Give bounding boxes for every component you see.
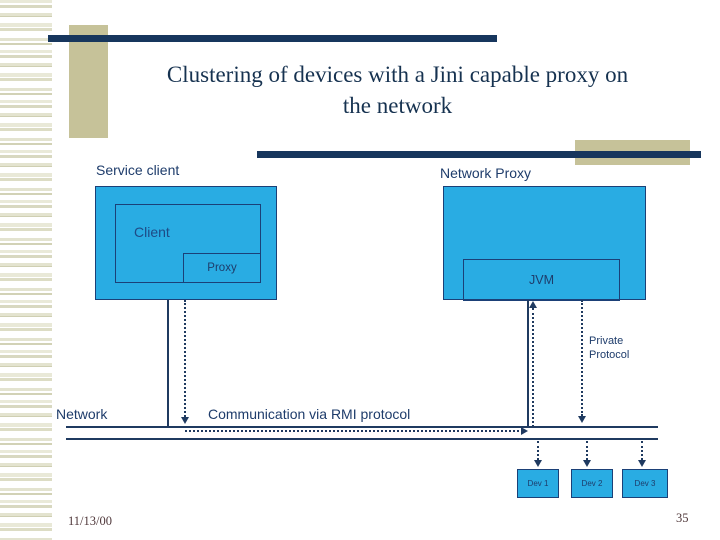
slide-title-line1: Clustering of devices with a Jini capabl… xyxy=(166,62,629,87)
title-tan-block xyxy=(69,25,108,138)
dev1-arrowhead xyxy=(534,460,542,467)
network-label: Network xyxy=(56,406,108,422)
dev3-box: Dev 3 xyxy=(622,469,668,498)
rmi-dotted-line xyxy=(185,430,523,432)
jvm-label: JVM xyxy=(529,273,554,287)
top-accent-bar xyxy=(48,35,497,42)
proxy-solid-connector xyxy=(527,300,529,427)
private-protocol-label: Private Protocol xyxy=(589,334,629,362)
dev2-box: Dev 2 xyxy=(571,469,613,498)
footer-date: 11/13/00 xyxy=(68,514,112,528)
client-label: Client xyxy=(134,224,170,240)
title-underline-bar xyxy=(257,151,701,158)
service-client-box: Client Proxy xyxy=(95,186,277,300)
service-client-label: Service client xyxy=(96,162,180,178)
dev3-dotted-connector xyxy=(641,441,643,460)
slide-title: Clustering of devices with a Jini capabl… xyxy=(85,59,710,121)
dev1-label: Dev 1 xyxy=(527,479,549,488)
network-bus-top-line xyxy=(66,426,658,428)
dev1-dotted-connector xyxy=(537,441,539,460)
private-protocol-connector xyxy=(581,300,583,416)
dev3-arrowhead xyxy=(638,460,646,467)
client-dotted-connector xyxy=(184,300,186,417)
network-proxy-box: JVM xyxy=(443,186,646,301)
dev2-arrowhead xyxy=(583,460,591,467)
private-protocol-arrowhead xyxy=(578,416,586,423)
page-number: 35 xyxy=(676,511,689,525)
rmi-right-arrowhead xyxy=(521,427,528,435)
slide-title-line2: the network xyxy=(342,93,453,118)
dev2-label: Dev 2 xyxy=(581,479,603,488)
network-proxy-label: Network Proxy xyxy=(440,165,532,181)
dev1-box: Dev 1 xyxy=(517,469,559,498)
dev2-dotted-connector xyxy=(586,441,588,460)
left-stripe-pattern xyxy=(0,0,52,540)
client-solid-connector xyxy=(167,300,169,427)
proxy-up-arrowhead xyxy=(529,301,537,308)
jvm-rect: JVM xyxy=(463,259,620,301)
dev3-label: Dev 3 xyxy=(634,479,656,488)
private-protocol-label-line2: Protocol xyxy=(589,349,630,361)
client-down-arrowhead xyxy=(181,417,189,424)
network-bus-bottom-line xyxy=(66,438,658,440)
rmi-protocol-label: Communication via RMI protocol xyxy=(208,406,411,422)
proxy-rect: Proxy xyxy=(183,253,261,283)
private-protocol-label-line1: Private xyxy=(589,335,624,347)
proxy-label: Proxy xyxy=(207,262,237,274)
proxy-dotted-connector xyxy=(532,308,534,427)
